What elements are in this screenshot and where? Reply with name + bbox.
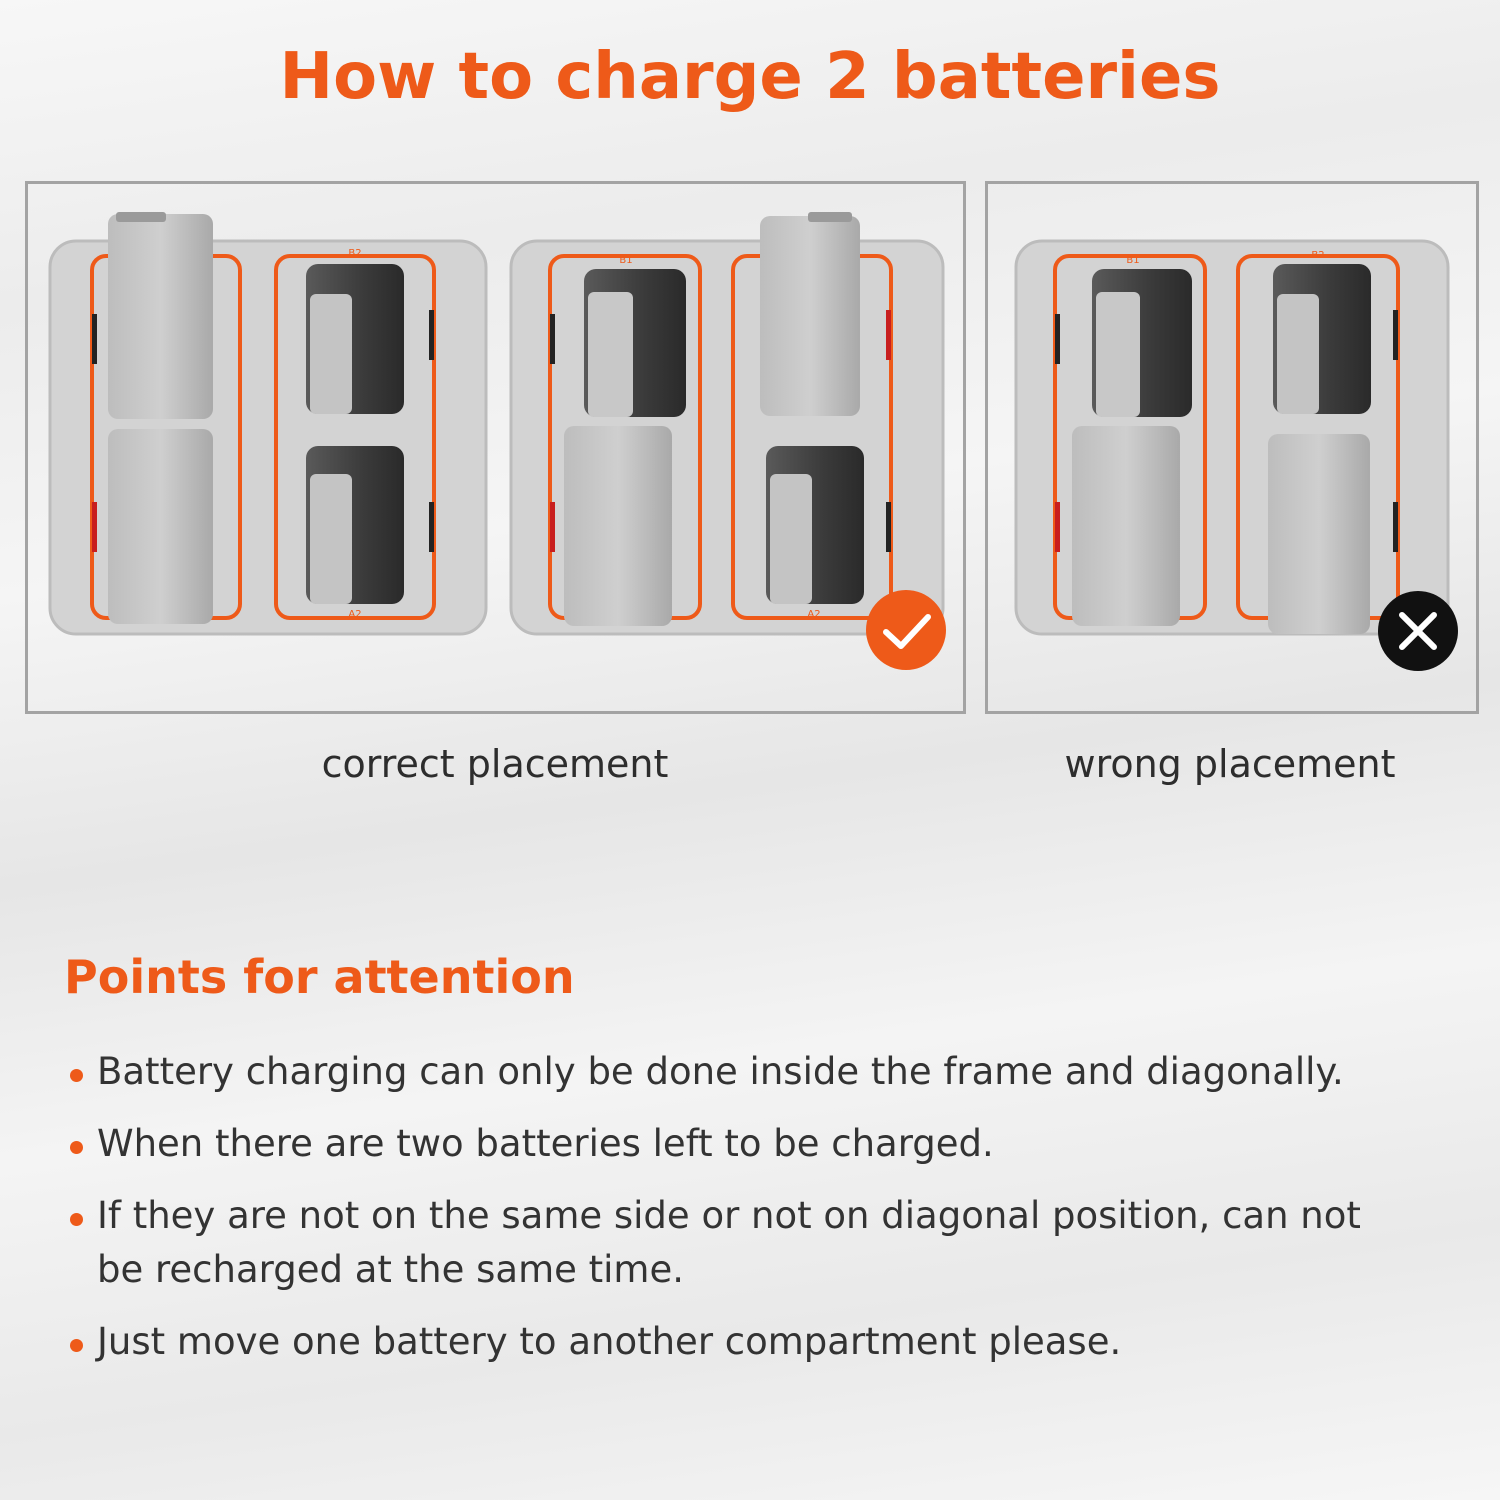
slot-label-a2-hub2: A2 bbox=[807, 609, 820, 620]
bullet-icon bbox=[70, 1213, 83, 1226]
attention-item-text: Just move one battery to another compart… bbox=[97, 1320, 1122, 1363]
slot-label-b1: B1 bbox=[619, 255, 632, 266]
correct-placement-illustration: B2 A2 B1 A2 bbox=[48, 212, 945, 636]
cross-icon bbox=[1378, 591, 1458, 671]
charging-hub-3: B1 B2 bbox=[1014, 239, 1450, 636]
attention-item: Just move one battery to another compart… bbox=[70, 1315, 1410, 1369]
charging-hub-2: B1 A2 bbox=[509, 212, 945, 636]
attention-list: Battery charging can only be done inside… bbox=[70, 1045, 1410, 1387]
attention-item-text: Battery charging can only be done inside… bbox=[97, 1050, 1344, 1093]
attention-item-text: When there are two batteries left to be … bbox=[97, 1122, 994, 1165]
slot-label-b2: B2 bbox=[348, 248, 361, 259]
attention-item: If they are not on the same side or not … bbox=[70, 1189, 1410, 1297]
bullet-icon bbox=[70, 1141, 83, 1154]
bullet-icon bbox=[70, 1339, 83, 1352]
attention-heading: Points for attention bbox=[64, 950, 575, 1004]
wrong-placement-caption: wrong placement bbox=[1064, 742, 1396, 786]
attention-item: When there are two batteries left to be … bbox=[70, 1117, 1410, 1171]
attention-item-text: If they are not on the same side or not … bbox=[97, 1194, 1361, 1291]
slot-label-b2-hub3: B2 bbox=[1311, 250, 1324, 261]
page-title: How to charge 2 batteries bbox=[279, 40, 1221, 114]
correct-placement-caption: correct placement bbox=[321, 742, 669, 786]
charging-hub-1: B2 A2 bbox=[48, 212, 488, 636]
bullet-icon bbox=[70, 1069, 83, 1082]
wrong-placement-illustration: B1 B2 bbox=[1014, 239, 1450, 636]
wrong-placement-frame: B1 B2 bbox=[985, 181, 1479, 714]
attention-item: Battery charging can only be done inside… bbox=[70, 1045, 1410, 1099]
correct-placement-frame: B2 A2 B1 A2 bbox=[25, 181, 966, 714]
slot-label-b1-hub3: B1 bbox=[1126, 255, 1139, 266]
check-icon bbox=[866, 590, 946, 670]
slot-label-a2: A2 bbox=[348, 609, 361, 620]
